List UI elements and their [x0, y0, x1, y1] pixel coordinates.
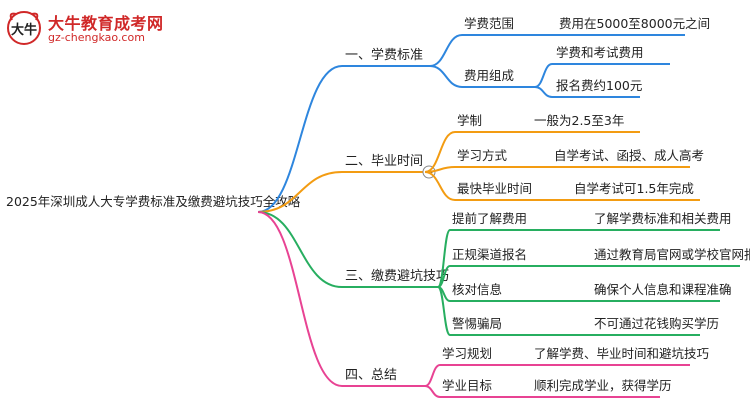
sub-connector [429, 34, 463, 67]
branch-connector [257, 171, 343, 213]
leaf-topic-label: 了解学费标准和相关费用 [594, 211, 732, 226]
sub-topic-label: 学业目标 [442, 378, 492, 393]
sub-connector [424, 385, 441, 398]
sub-topic-label: 费用组成 [464, 68, 514, 83]
bull-logo-icon: 大牛 [7, 11, 41, 45]
sub-topic-label: 学费范围 [464, 16, 514, 31]
sub-topic-label: 警惕骗局 [452, 316, 502, 331]
branch-connector [257, 65, 343, 213]
leaf-topic-label: 费用在5000至8000元之间 [559, 16, 710, 31]
logo-mark-text: 大牛 [11, 22, 37, 38]
sub-topic-label: 提前了解费用 [452, 211, 527, 226]
branch-label: 二、毕业时间 [345, 154, 423, 169]
sub-connector [429, 65, 463, 88]
root-topic-label: 2025年深圳成人大专学费标准及缴费避坑技巧全攻略 [6, 194, 301, 209]
leaf-connector [534, 86, 553, 98]
sub-topic-label: 正规渠道报名 [452, 247, 527, 262]
sub-topic-label: 学习方式 [457, 148, 508, 163]
sub-topic-label: 最快毕业时间 [457, 181, 532, 196]
logo-title: 大牛教育成考网 [48, 14, 164, 33]
leaf-topic-label: 通过教育局官网或学校官网报名 [594, 247, 750, 262]
leaf-topic-label: 顺利完成学业，获得学历 [534, 378, 672, 393]
logo-url: gz-chengkao.com [48, 31, 145, 44]
sub-connector [424, 364, 441, 387]
branch-label: 三、缴费避坑技巧 [345, 269, 449, 284]
sub-topic-label: 学习规划 [442, 346, 492, 361]
leaf-topic-label: 一般为2.5至3年 [534, 113, 624, 128]
site-logo[interactable]: 大牛 大牛教育成考网 gz-chengkao.com [6, 8, 176, 50]
leaf-topic-label: 不可通过花钱购买学历 [594, 316, 719, 331]
branch-label: 四、总结 [345, 368, 397, 383]
leaf-topic-label: 了解学费、毕业时间和避坑技巧 [534, 346, 709, 361]
sub-connector [437, 286, 451, 336]
branch-connector [257, 211, 343, 387]
sub-connector [424, 171, 456, 201]
leaf-topic-label: 学费和考试费用 [556, 45, 644, 60]
leaf-connector [534, 63, 553, 88]
sub-topic-label: 核对信息 [452, 282, 502, 297]
branch-label: 一、学费标准 [345, 47, 423, 63]
leaf-topic-label: 报名费约100元 [556, 78, 642, 93]
branch-connector [257, 211, 343, 288]
leaf-topic-label: 自学考试、函授、成人高考 [554, 148, 704, 163]
leaf-topic-label: 自学考试可1.5年完成 [574, 181, 694, 196]
sub-topic-label: 学制 [457, 113, 482, 128]
leaf-topic-label: 确保个人信息和课程准确 [594, 282, 732, 297]
